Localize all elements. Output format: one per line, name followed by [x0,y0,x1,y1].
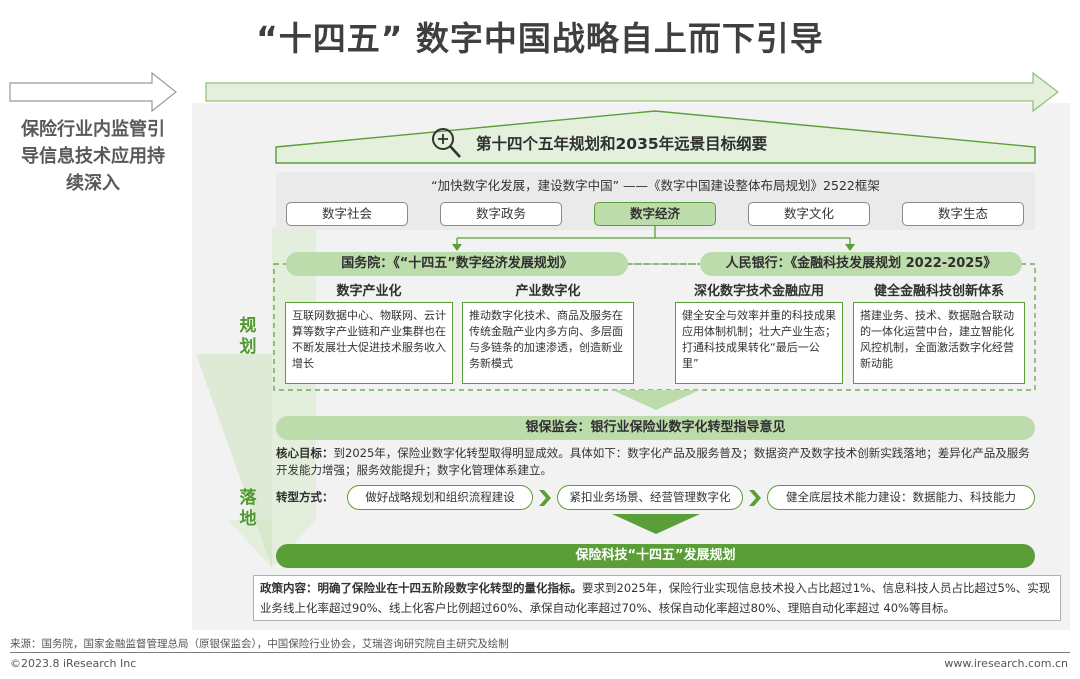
method-pill-technology: 健全底层技术能力建设：数据能力、科技能力 [767,485,1035,510]
side-caption: 保险行业内监管引导信息技术应用持续深入 [21,119,165,194]
footer-divider [10,652,1070,653]
policy-content: 政策内容：明确了保险业在十四五阶段数字化转型的量化指标。要求到2025年，保险行… [253,575,1061,621]
copyright: ©2023.8 iResearch Inc [10,657,137,670]
column-box-industrial-digitalization: 推动数字化技术、商品及服务在传统金融产业内多方向、多层面与多链条的加速渗透，创造… [462,302,634,384]
column-box-digital-industrialization: 互联网数据中心、物联网、云计算等数字产业链和产业集群也在不断发展壮大促进技术服务… [285,302,453,384]
pboc-plan-title: 人民银行：《金融科技发展规划 2022-2025》 [700,252,1022,276]
left-direction-arrow [9,71,177,113]
policy-highlight: 明确了保险业在十四五阶段数字化转型的量化指标。 [317,581,583,595]
policy-label: 政策内容： [260,581,318,595]
insurtech-plan-title: 保险科技“十四五”发展规划 [276,544,1035,568]
landing-label-1: 落 [239,488,257,508]
tab-digital-ecology: 数字生态 [902,202,1024,226]
website-url: www.iresearch.com.cn [944,657,1068,670]
landing-down-arrow [612,514,700,534]
connector-left-head [452,244,462,251]
method-pill-strategy: 做好战略规划和组织流程建设 [347,485,533,510]
core-goal-label: 核心目标： [276,446,334,460]
method-label: 转型方式： [276,490,334,504]
chevron-right-icon [749,490,761,506]
plan-title: 第十四个五年规划和2035年远景目标纲要 [476,135,768,153]
page-title: “十四五” 数字中国战略自上而下引导 [256,19,824,58]
column-head-fintech-application: 深化数字技术金融应用 [693,284,824,299]
source-note: 来源：国务院，国家金融监督管理总局（原银保监会），中国保险行业协会，艾瑞咨询研究… [10,638,509,650]
cbirc-guidance-title: 银保监会：银行业保险业数字化转型指导意见 [276,416,1035,440]
planning-down-arrow [612,390,700,410]
chevron-right-icon [539,490,551,506]
column-head-fintech-innovation: 健全金融科技创新体系 [873,284,1004,299]
connector-right-head [845,244,855,251]
core-goal: 核心目标：到2025年，保险业数字化转型取得明显成效。具体如下：数字化产品及服务… [276,445,1036,479]
down-flow-arrow-tip [196,354,272,568]
method-pill-business: 紧扣业务场景、经营管理数字化 [557,485,743,510]
magnifier-plus-icon [432,128,461,158]
plan-roof [275,110,1036,164]
tab-digital-culture: 数字文化 [748,202,870,226]
column-box-fintech-application: 健全安全与效率并重的科技成果应用体制机制；壮大产业生态；打通科技成果转化“最后一… [675,302,843,384]
tab-digital-society: 数字社会 [286,202,408,226]
landing-label-2: 地 [239,509,257,529]
tab-digital-economy: 数字经济 [594,202,716,226]
column-head-digital-industrialization: 数字产业化 [336,284,402,299]
core-goal-text: 到2025年，保险业数字化转型取得明显成效。具体如下：数字化产品及服务普及；数据… [276,446,1030,477]
planning-label-1: 规 [239,316,257,336]
tab-digital-government: 数字政务 [440,202,562,226]
policy-text: 要求到2025年，保险行业实现信息技术投入占比超过1%、信息科技人员占比超过5%… [260,581,1051,615]
planning-label-2: 划 [239,337,257,357]
planning-dashed-frame [273,263,1036,391]
state-council-plan-title: 国务院：《“十四五”数字经济发展规划》 [286,252,628,276]
column-box-fintech-innovation: 搭建业务、技术、数据融合联动的一体化运营中台，建立智能化风控机制，全面激活数字化… [853,302,1025,384]
top-direction-arrow [205,71,1059,113]
plan-subtitle: “加快数字化发展，建设数字中国” ——《数字中国建设整体布局规划》2522框架 [431,178,880,193]
column-head-industrial-digitalization: 产业数字化 [515,284,581,299]
